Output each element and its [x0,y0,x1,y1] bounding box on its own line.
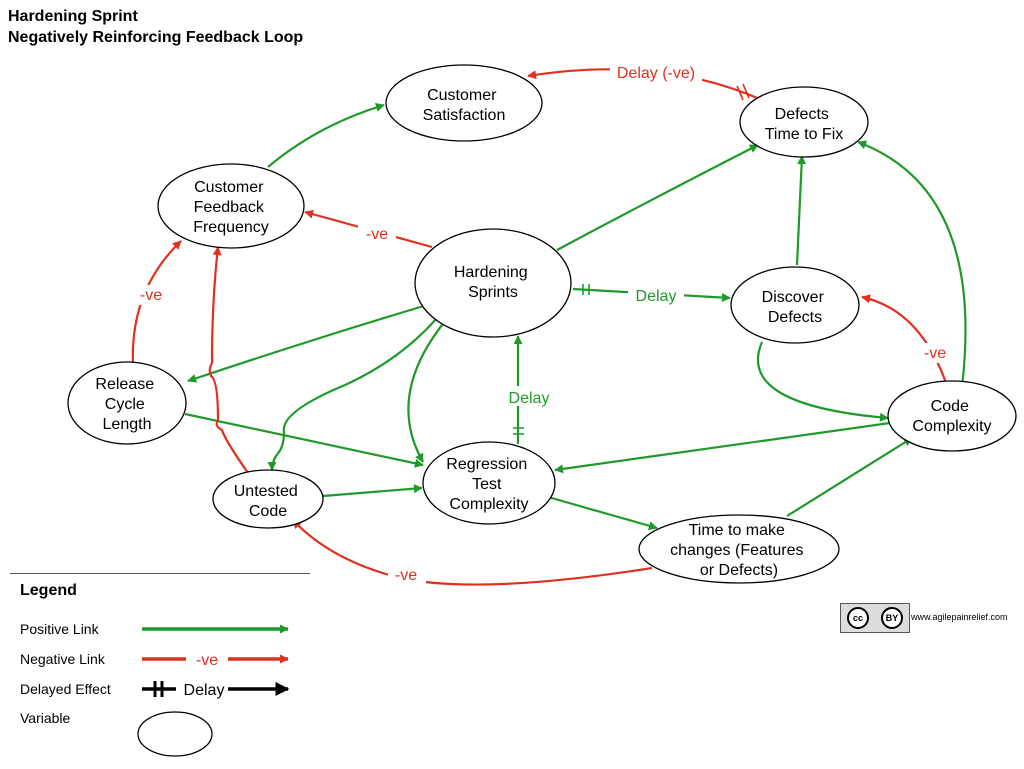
node-release-cycle-length [67,361,187,445]
legend-variable-label: Variable [20,710,71,726]
edge-discover-to-defects [795,155,807,266]
label-defects-time-to-fix: Defects Time to Fix [765,106,844,143]
edge-hardening-to-regression [407,319,447,463]
label-release-to-feedback: -ve [140,287,162,304]
edge-hardening-to-untested [267,317,438,471]
legend-variable-ellipse [137,711,213,757]
label-complexity-to-discover: -ve [924,345,946,362]
edge-regression-to-changes [547,495,658,531]
edge-untested-to-regression [322,484,423,498]
edge-hardening-to-defects [556,144,759,251]
legend-divider [10,573,310,574]
delay-tick-regression [513,427,524,435]
label-discover-defects: Discover Defects [762,289,829,326]
website-credit: www.agilepainrelief.com [911,612,1008,622]
node-defects-time-to-fix [739,86,869,158]
legend-delay-sample: Delay [184,682,225,699]
node-regression-test-complexity [422,441,556,525]
label-changes-to-untested: -ve [395,567,417,584]
label-untested-code: Untested Code [234,483,303,520]
legend-delay-ticks [153,681,164,697]
node-time-to-make-changes [638,514,840,584]
edge-hardening-to-release [187,303,428,383]
label-hardening-to-feedback: -ve [366,226,388,243]
node-untested-code [212,469,324,529]
edge-release-to-regression [184,412,424,468]
label-regression-to-hardening: Delay [509,390,550,407]
title-line-2: Negatively Reinforcing Feedback Loop [8,29,304,46]
edge-untested-to-feedback [208,246,249,474]
edge-complexity-to-defects [857,140,967,388]
edge-complexity-to-discover [861,294,948,384]
label-hardening-to-discover: Delay [636,288,677,305]
label-defects-to-satisfaction: Delay (-ve) [617,65,695,82]
diagram-title: Hardening Sprint Negatively Reinforcing … [8,6,303,48]
node-customer-satisfaction [385,64,543,142]
node-discover-defects [730,266,860,344]
label-hardening-sprints: Hardening Sprints [454,264,532,301]
legend-title: Legend [20,582,77,599]
edge-complexity-to-regression [554,421,891,474]
edge-changes-to-untested [292,519,653,586]
cc-license-badge: cc BY [840,603,910,633]
legend-negative-sample: -ve [196,652,218,669]
legend-positive-label: Positive Link [20,621,99,637]
node-code-complexity [887,380,1017,452]
cc-icon: cc [847,607,869,629]
node-customer-feedback-frequency [157,163,305,249]
label-customer-satisfaction: Customer Satisfaction [423,87,506,124]
edge-feedback-to-satisfaction [267,103,385,168]
label-code-complexity: Code Complexity [912,398,991,435]
label-time-to-make-changes: Time to make changes (Features or Defect… [670,522,808,579]
title-line-1: Hardening Sprint [8,8,138,25]
edge-discover-to-complexity [756,341,889,422]
delay-tick-hardening [582,284,590,295]
label-release-cycle-length: Release Cycle Length [95,376,158,433]
legend-negative-label: Negative Link [20,651,105,667]
label-regression-test-complexity: Regression Test Complexity [446,456,531,513]
legend-delayed-label: Delayed Effect [20,681,111,697]
label-customer-feedback-frequency: Customer Feedback Frequency [193,179,269,236]
delay-tick-defects [736,83,750,101]
edge-changes-to-complexity [786,437,913,517]
node-hardening-sprints [414,228,572,338]
by-icon: BY [881,607,903,629]
